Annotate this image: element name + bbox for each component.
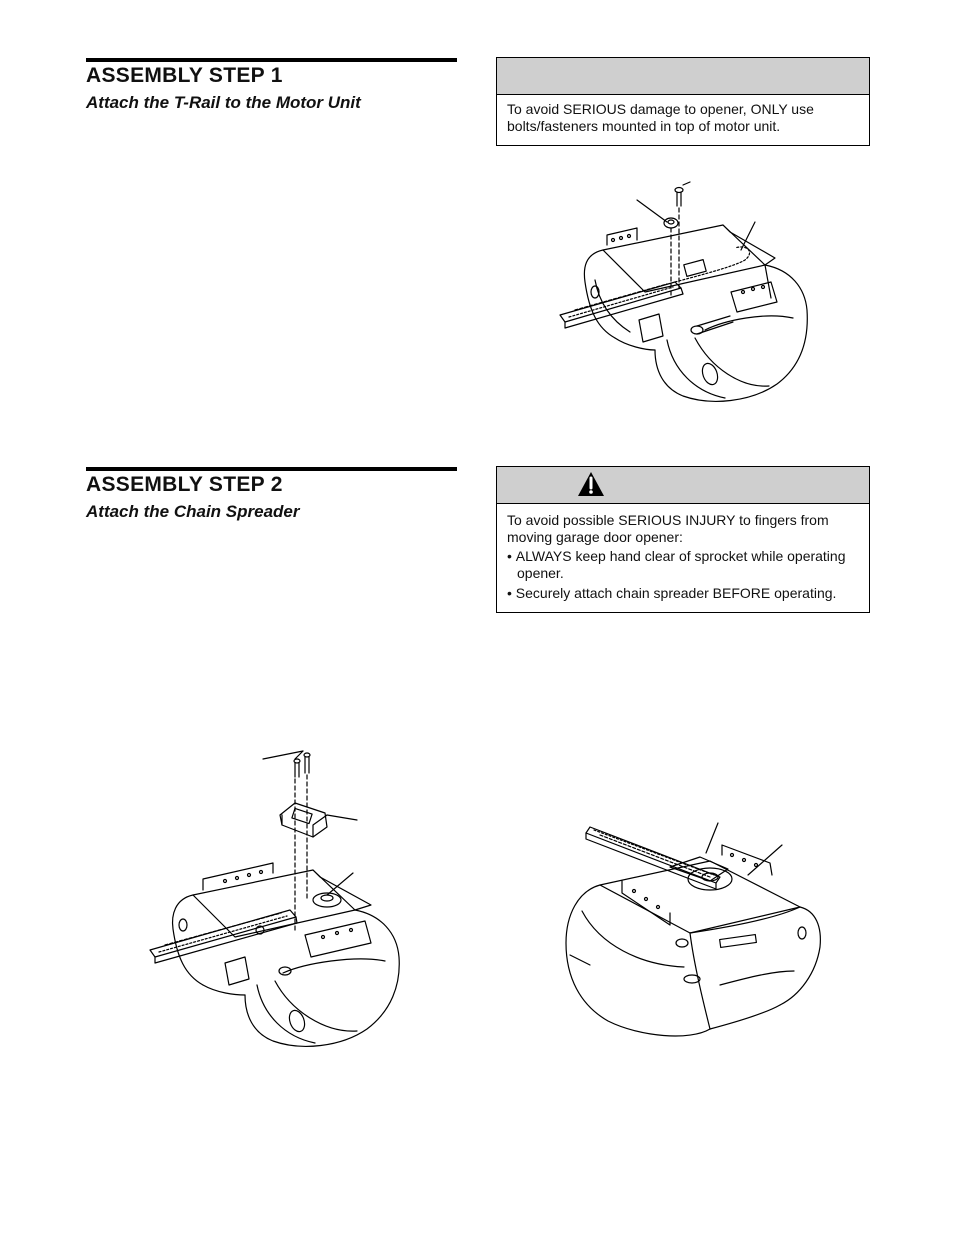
- step1-subtitle: Attach the T-Rail to the Motor Unit: [86, 93, 361, 112]
- step2-warning-item: Securely attach chain spreader BEFORE op…: [507, 585, 859, 602]
- step1-title: ASSEMBLY STEP 1: [86, 64, 283, 87]
- step1-notice-header: [497, 58, 869, 95]
- warning-triangle-icon: [578, 472, 604, 496]
- step2-warning-body: To avoid possible SERIOUS INJURY to fing…: [497, 504, 869, 613]
- step2-assembled-illustration: [560, 815, 830, 1075]
- step2-warning-intro: To avoid possible SERIOUS INJURY to fing…: [507, 512, 829, 545]
- step1-rule: [86, 58, 457, 62]
- step2-warning-header: [497, 467, 869, 504]
- step2-rule: [86, 467, 457, 471]
- step2-warning-box: To avoid possible SERIOUS INJURY to fing…: [496, 466, 870, 613]
- step1-notice-box: To avoid SERIOUS damage to opener, ONLY …: [496, 57, 870, 146]
- step1-motor-unit-illustration: [555, 170, 825, 430]
- step2-subtitle: Attach the Chain Spreader: [86, 502, 300, 521]
- step1-notice-text: To avoid SERIOUS damage to opener, ONLY …: [507, 101, 814, 134]
- step1-notice-body: To avoid SERIOUS damage to opener, ONLY …: [497, 95, 869, 145]
- step2-chain-spreader-illustration: [145, 745, 415, 1055]
- step2-title: ASSEMBLY STEP 2: [86, 473, 283, 496]
- step2-warning-item: ALWAYS keep hand clear of sprocket while…: [507, 548, 859, 582]
- step2-warning-list: ALWAYS keep hand clear of sprocket while…: [507, 548, 859, 602]
